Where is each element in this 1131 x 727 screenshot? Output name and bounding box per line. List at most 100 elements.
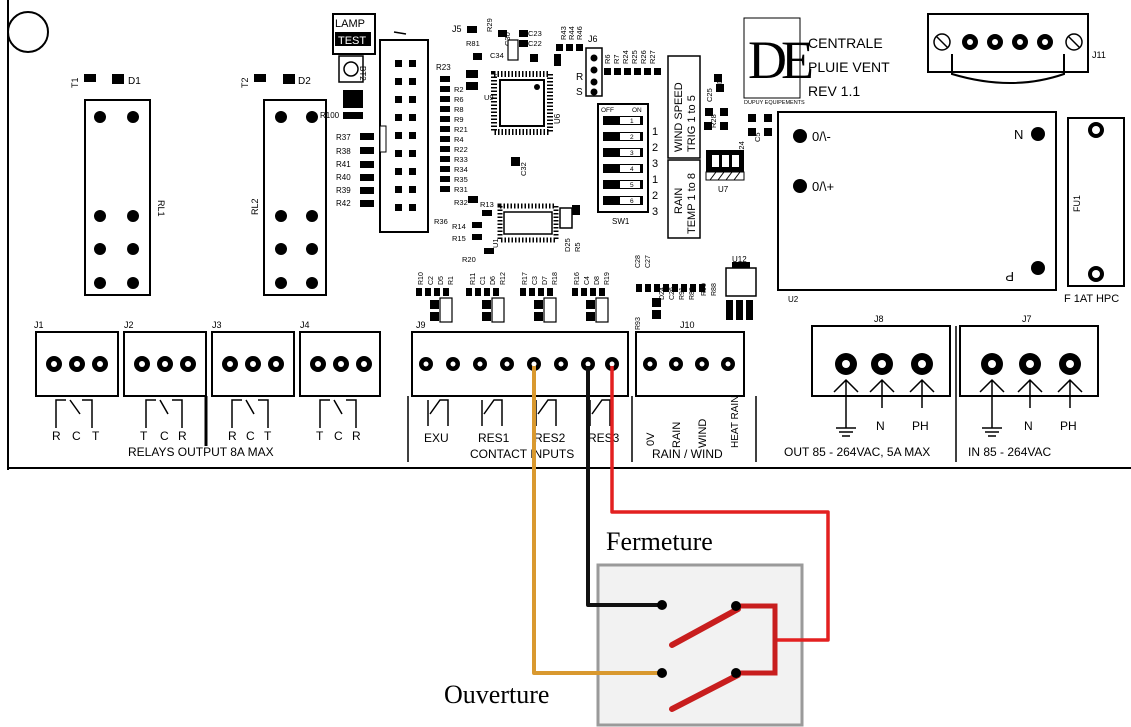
mounting-hole xyxy=(7,11,49,53)
c28-label: C28 xyxy=(635,255,642,268)
r38-label: R38 xyxy=(336,147,351,156)
c24-label: C24 xyxy=(737,141,746,155)
j2-term-1: T xyxy=(140,429,148,443)
r18-label: R18 xyxy=(552,272,559,285)
ribbon-header xyxy=(379,31,429,233)
j6-label: J6 xyxy=(588,34,598,44)
j4-term-3: R xyxy=(352,429,361,443)
dip-switch-sw1: OFF ON 1 2 3 4 5 6 SW1 1 2 3 1 2 3 xyxy=(597,55,701,239)
r23-label: R23 xyxy=(436,63,451,72)
c34-label: C34 xyxy=(490,51,504,60)
t2-d2-area: T2 D2 xyxy=(240,74,311,88)
resistor-column-left: R100 R37 R38 R41 R40 R39 R42 xyxy=(320,111,374,208)
dip-6: 6 xyxy=(630,198,634,205)
relays-output-label: RELAYS OUTPUT 8A MAX xyxy=(128,445,274,459)
r2-label: R2 xyxy=(454,85,464,94)
u6-label: U6 xyxy=(553,113,562,124)
dip-2: 2 xyxy=(630,134,634,141)
s-label: S xyxy=(576,87,583,98)
j4-label: J4 xyxy=(300,320,310,330)
j9-label: J9 xyxy=(416,320,426,330)
r5-label: R5 xyxy=(573,242,582,252)
sw-num-4: 1 xyxy=(652,174,658,186)
title-line-3: REV 1.1 xyxy=(808,83,860,99)
dip-3: 3 xyxy=(630,150,634,157)
c23-label: C23 xyxy=(528,29,542,38)
p-input-label: P xyxy=(1005,269,1014,284)
relay-output-terminals: J1 J2 J3 J4 xyxy=(34,320,381,459)
term-heat-rain: HEAT RAIN xyxy=(730,396,741,448)
u12-label: U12 xyxy=(732,255,747,264)
r93-label: R93 xyxy=(635,317,642,330)
fermeture-label: Fermeture xyxy=(606,527,713,556)
r16-label: R16 xyxy=(574,272,581,285)
r88-label: R88 xyxy=(711,283,718,296)
r6b-label: R6 xyxy=(603,54,612,64)
dip-5: 5 xyxy=(630,182,634,189)
fu1-label: FU1 xyxy=(1072,195,1082,212)
j10-label: J10 xyxy=(680,320,695,330)
r9-label: R9 xyxy=(454,115,464,124)
rain-label: RAIN xyxy=(673,188,685,214)
test-label: TEST xyxy=(338,35,366,47)
contact-inputs-label: CONTACT INPUTS xyxy=(470,447,574,461)
d8-label: D8 xyxy=(594,276,601,285)
title-line-1: CENTRALE xyxy=(808,35,883,51)
resistor-column-mid: R23 R2 R6 R8 R9 R21 R4 R22 R33 R34 R35 R… xyxy=(434,63,478,226)
rl2-label: RL2 xyxy=(250,198,260,215)
relay-rl2: RL2 xyxy=(250,99,327,296)
u7-area: C25 D3 R28 C24 C5 U7 xyxy=(704,74,772,194)
switch-blade-upper xyxy=(669,606,741,648)
r11-label: R11 xyxy=(470,273,477,285)
switch-box xyxy=(596,563,804,727)
r33-label: R33 xyxy=(454,155,468,164)
in-power-label: IN 85 - 264VAC xyxy=(968,445,1051,459)
r34-label: R34 xyxy=(454,165,468,174)
output-terminal-j8: J8 N PH OUT 85 - 264VAC, 5A MAX xyxy=(784,314,957,462)
logo-letters: DE xyxy=(748,30,812,90)
wind-speed-label: WIND SPEED xyxy=(673,82,685,152)
c22-label: C22 xyxy=(528,39,542,48)
term-wind: WIND xyxy=(697,419,709,448)
r90-label: R90 xyxy=(701,283,708,296)
u7-label: U7 xyxy=(718,185,729,194)
r39-label: R39 xyxy=(336,186,351,195)
r32-label: R32 xyxy=(454,198,468,207)
r29-label: R29 xyxy=(485,18,494,32)
u9-label: U9 xyxy=(484,93,494,102)
c25-label: C25 xyxy=(705,88,714,102)
c5-label: C5 xyxy=(753,132,762,142)
chip-u1: R13 R14 R15 R20 U1 D25 R5 xyxy=(452,200,582,264)
term-res3: RES3 xyxy=(588,431,620,445)
lamp-test-button: LAMP TEST BT2 xyxy=(332,13,376,108)
dip-1: 1 xyxy=(630,118,634,125)
sw-num-2: 2 xyxy=(652,142,658,154)
bt2-label: BT2 xyxy=(358,66,367,81)
r43-label: R43 xyxy=(559,26,568,40)
j4-term-2: C xyxy=(334,429,343,443)
j1-label: J1 xyxy=(34,320,44,330)
j7-label: J7 xyxy=(1022,314,1032,324)
n-input-label: N xyxy=(1014,127,1023,142)
r22-label: R22 xyxy=(454,145,468,154)
switch-contact-common-upper xyxy=(731,601,741,611)
r17-label: R17 xyxy=(522,272,529,285)
r21-label: R21 xyxy=(454,125,468,134)
r27-label: R27 xyxy=(648,50,657,64)
r89-label: R89 xyxy=(689,287,696,300)
d5-label: D5 xyxy=(438,276,445,285)
switch-common-bar xyxy=(738,603,778,676)
sw-off-label: OFF xyxy=(601,107,614,114)
r24-label: R24 xyxy=(621,50,630,64)
r4-label: R4 xyxy=(454,135,464,144)
r81-label: R81 xyxy=(466,39,480,48)
j11-label: J11 xyxy=(1092,50,1106,60)
rain-wind-terminal-j10: J10 0V RAIN WIND HEAT RAIN RAIN / WIND xyxy=(635,320,757,462)
d6-label: D6 xyxy=(490,276,497,285)
rain-wind-label: RAIN / WIND xyxy=(652,447,723,461)
sw-num-6: 3 xyxy=(652,206,658,218)
t2-label: T2 xyxy=(240,77,250,88)
r6-label: R6 xyxy=(454,95,464,104)
sw-num-5: 2 xyxy=(652,190,658,202)
